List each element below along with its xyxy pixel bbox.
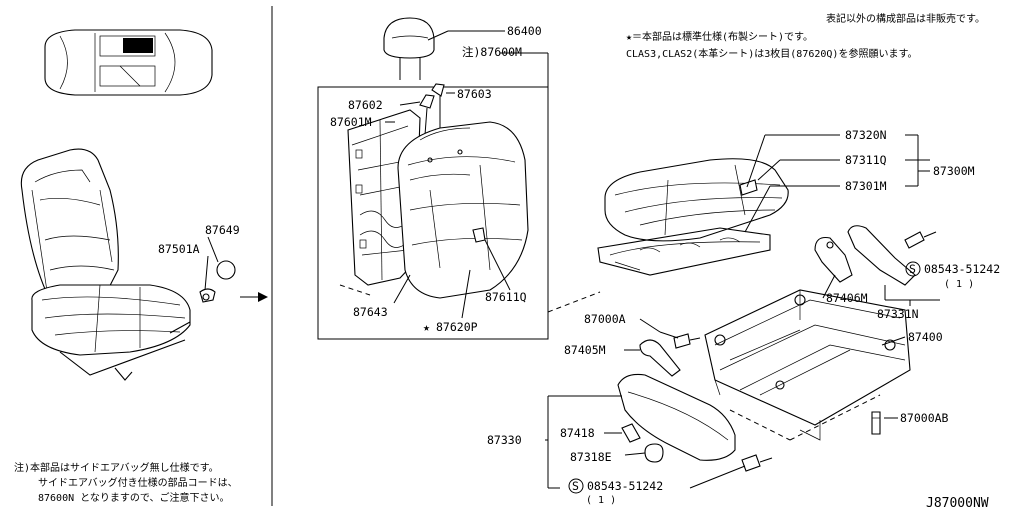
note-top-right-1: 表記以外の構成部品は非販売です。 <box>826 12 985 25</box>
label-08543-top: 08543-51242 <box>924 262 1000 276</box>
guide-87602 <box>419 94 435 109</box>
label-87301m: 87301M <box>845 179 887 193</box>
cover-87331n <box>847 225 916 286</box>
label-87649: 87649 <box>205 223 240 237</box>
headrest-86400 <box>383 17 435 59</box>
star-mark: ★ <box>423 320 430 334</box>
bolt-87000a <box>673 333 691 349</box>
note-bottom-left-2: サイドエアバッグ付き仕様の部品コードは、 <box>38 476 238 489</box>
label-08543-bottom-qty: ( 1 ) <box>586 495 616 506</box>
label-87000ab: 87000AB <box>900 411 949 425</box>
note-top-right-3: CLAS3,CLAS2(本革シート)は3枚目(87620Q)を参照願います。 <box>626 47 917 60</box>
s-mark-bottom <box>568 478 584 494</box>
label-87603: 87603 <box>457 87 492 101</box>
label-87320n: 87320N <box>845 128 887 142</box>
back-trim-87620p <box>397 121 529 299</box>
label-87331n: 87331N <box>877 307 919 321</box>
clip-87418 <box>621 423 641 443</box>
label-87406m: 87406M <box>826 291 868 305</box>
label-87000a: 87000A <box>584 312 626 326</box>
label-87311q: 87311Q <box>845 153 887 167</box>
assembly-box-87600m <box>317 86 549 340</box>
screw-bottom <box>741 454 761 472</box>
s-mark-top-text: S <box>909 262 916 276</box>
label-08543-bottom: 08543-51242 <box>587 479 663 493</box>
bracket-87406m <box>814 236 853 283</box>
drawing-code: J87000NW <box>926 496 989 511</box>
label-87601m: 87601M <box>330 115 372 129</box>
clip-87320n <box>739 179 758 196</box>
seat-cushion-assembly <box>597 158 789 276</box>
side-trim-87330 <box>617 373 736 461</box>
label-87643: 87643 <box>353 305 388 319</box>
note-bottom-left-3: 87600N となりますので、ご注意下さい。 <box>38 491 229 504</box>
label-87318e: 87318E <box>570 450 612 464</box>
seat-back-assembly <box>317 17 549 340</box>
s-mark-top <box>905 261 921 277</box>
screw-top <box>904 231 925 249</box>
car-top-view <box>44 29 213 96</box>
label-87330: 87330 <box>487 433 522 447</box>
note-bottom-left-1: 注)本部品はサイドエアバッグ無し仕様です。 <box>14 461 219 474</box>
label-87620p: 87620P <box>436 320 478 334</box>
label-87400: 87400 <box>908 330 943 344</box>
label-87600m: 注)87600M <box>462 45 522 59</box>
label-87611q: 87611Q <box>485 290 527 304</box>
label-87602: 87602 <box>348 98 383 112</box>
bracket-87405m <box>639 339 681 377</box>
label-87300m: 87300M <box>933 164 975 178</box>
guide-87603 <box>431 83 445 97</box>
leader-lines <box>204 30 940 489</box>
seat-adjuster-87400 <box>704 289 911 441</box>
note-top-right-2: ★＝本部品は標準仕様(布製シート)です。 <box>626 30 813 43</box>
label-08543-top-qty: ( 1 ) <box>944 279 974 290</box>
label-87501a: 87501A <box>158 242 200 256</box>
label-87405m: 87405M <box>564 343 606 357</box>
cushion-pad-87301m <box>597 227 771 276</box>
full-seat-illustration <box>20 148 268 381</box>
knob-87649-icon <box>216 260 236 280</box>
s-mark-bottom-text: S <box>572 479 579 493</box>
label-87418: 87418 <box>560 426 595 440</box>
bolt-87000ab <box>871 411 881 435</box>
label-86400: 86400 <box>507 24 542 38</box>
arrow-right-icon <box>258 292 268 302</box>
knob-87318e <box>644 443 664 463</box>
